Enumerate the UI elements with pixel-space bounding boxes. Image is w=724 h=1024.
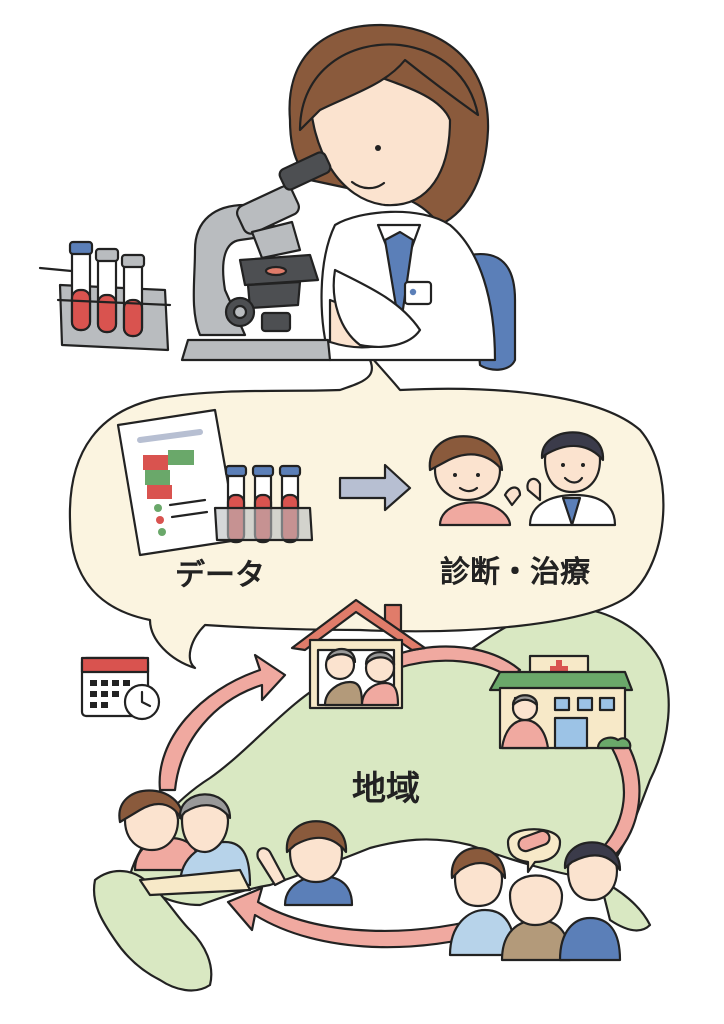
patient-figure [428, 435, 522, 527]
cycle-arrows [158, 645, 641, 949]
nurse-figure [256, 820, 354, 907]
doctor-figure [526, 431, 617, 527]
care-group [448, 841, 622, 962]
house-icon [290, 598, 427, 710]
hospital-icon [488, 654, 634, 750]
test-tube-rack-icon [38, 240, 172, 352]
data-label: データ [175, 558, 265, 593]
region-label: 地域 [352, 769, 420, 809]
document-icon [116, 408, 240, 557]
scientist-figure [288, 23, 517, 371]
medicine-icon [506, 828, 562, 874]
test-tube-rack-icon [213, 464, 314, 544]
clock-icon [123, 683, 161, 721]
microscope-icon [180, 151, 332, 362]
diagnosis-treatment-label: 診断・治療 [440, 555, 590, 590]
arrow-right-icon [338, 463, 412, 512]
consultation-couple [118, 789, 252, 897]
